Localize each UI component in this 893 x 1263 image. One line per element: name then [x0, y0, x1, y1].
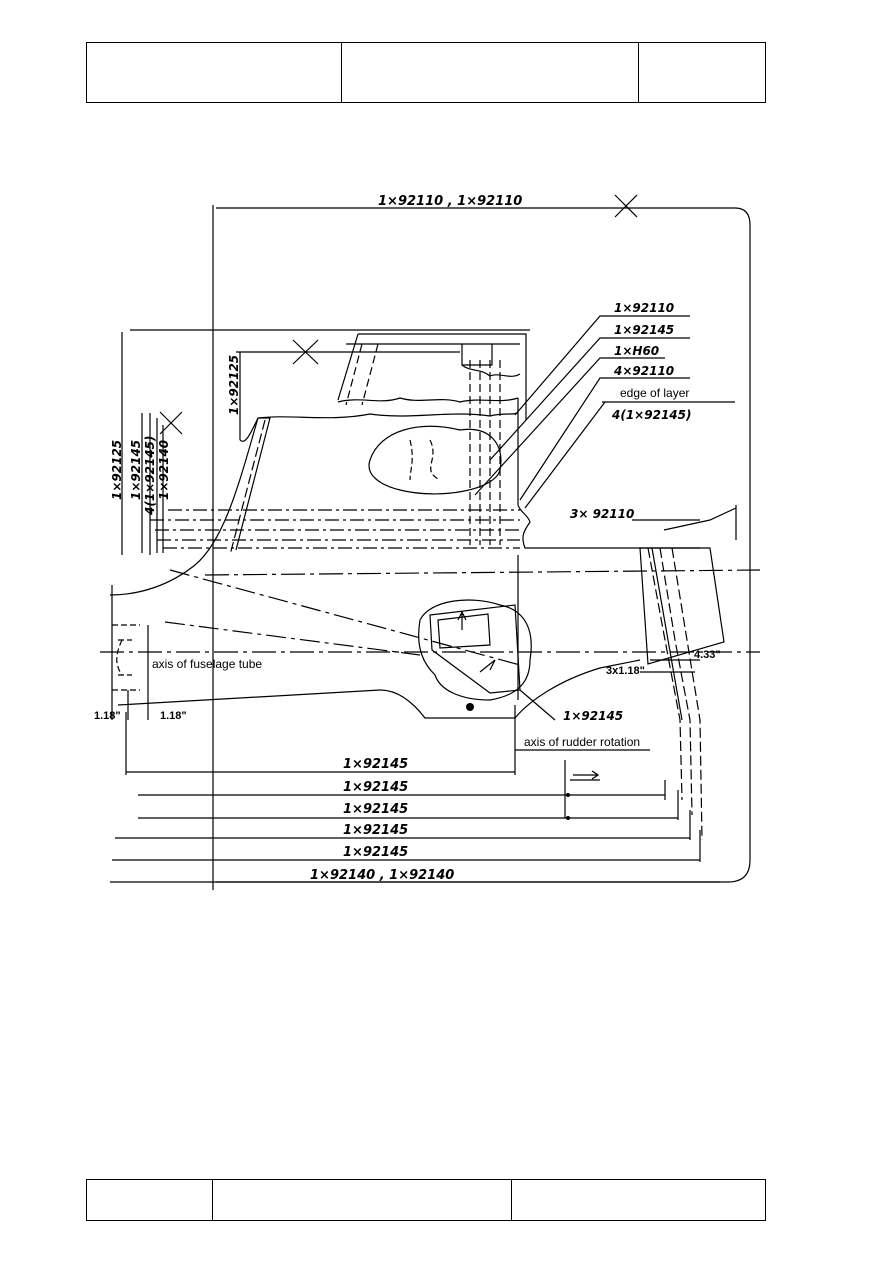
- rudder-layer-label: 1×92145: [563, 709, 623, 723]
- right-label: 3× 92110: [570, 507, 634, 521]
- header-cell-2: [341, 43, 342, 102]
- rudder-axis-label: axis of rudder rotation: [524, 735, 640, 749]
- dim-right-a: 3x1.18": [606, 665, 645, 677]
- left-dimension-lines: [121, 329, 530, 555]
- header-table: [86, 42, 766, 103]
- upper-vertical: 1×92125: [227, 355, 241, 415]
- rudder-outline: [639, 547, 725, 665]
- bottom-label-1: 1×92145: [343, 757, 408, 772]
- bottom-label-2: 1×92145: [343, 780, 408, 795]
- tube-end: [112, 624, 140, 691]
- top-label: 1×92110 , 1×92110: [378, 194, 522, 209]
- footer-cell-3: [511, 1180, 512, 1220]
- left-vertical-3: 4(1×92145): [143, 436, 157, 516]
- callout-3: 1×H60: [614, 344, 659, 358]
- layer-edge-contour: [368, 425, 502, 495]
- callout-2: 1×92145: [614, 323, 674, 337]
- layer-dimension-lines: [150, 509, 520, 549]
- bottom-label-4: 1×92145: [343, 823, 408, 838]
- callout-edge-of-layer: edge of layer: [620, 386, 689, 400]
- bottom-label-3: 1×92145: [343, 802, 408, 817]
- dim-left-a: 1.18": [94, 710, 121, 722]
- fin-box: [337, 333, 527, 420]
- rudder-hinge-patch: [418, 599, 532, 701]
- left-vertical-1: 1×92125: [110, 440, 124, 500]
- bottom-dimension-lines: [125, 705, 516, 775]
- fin-leading-edge: [235, 417, 271, 551]
- dim-left-b: 1.18": [160, 710, 187, 722]
- left-vertical-2: 1×92145: [129, 440, 143, 500]
- callout-4: 4×92110: [613, 364, 674, 378]
- bottom-label-5: 1×92145: [343, 845, 408, 860]
- fuselage-axis-label: axis of fuselage tube: [152, 657, 262, 671]
- dim-right-b: 4.33": [694, 649, 721, 661]
- left-vertical-4: 1×92140: [157, 440, 171, 500]
- bottom-label-6: 1×92140 , 1×92140: [310, 868, 454, 883]
- header-cell-3: [638, 43, 639, 102]
- callout-6: 4(1×92145): [611, 408, 691, 422]
- footer-table: [86, 1179, 766, 1221]
- footer-cell-2: [212, 1180, 213, 1220]
- callout-leaders: [474, 315, 735, 509]
- fin-trailing-edge: [517, 398, 700, 549]
- callout-1: 1×92110: [614, 301, 674, 315]
- torn-edge-top: [337, 397, 519, 403]
